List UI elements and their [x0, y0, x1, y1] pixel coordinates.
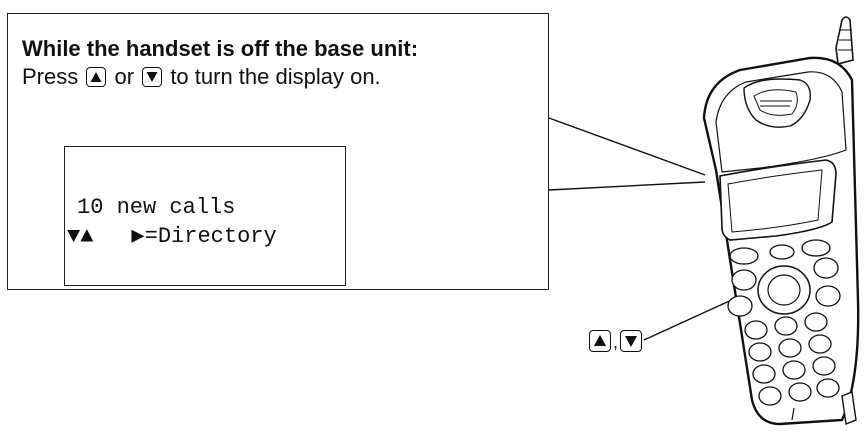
press-word: Press: [22, 64, 79, 89]
display-line-1: 10 new calls: [77, 195, 236, 220]
display-directory-hint: ▶=Directory: [131, 224, 277, 249]
instruction-text: Press or to turn the display on.: [22, 64, 381, 90]
instruction-callout-box: While the handset is off the base unit: …: [7, 13, 549, 290]
instruction-heading: While the handset is off the base unit:: [22, 36, 419, 61]
down-arrow-key-icon: [620, 330, 642, 352]
display-screen-closeup: 10 new calls ▼▲ ▶=Directory: [64, 146, 346, 286]
or-word: or: [114, 64, 135, 89]
down-arrow-key-icon: [142, 67, 163, 87]
instruction-tail: to turn the display on.: [170, 64, 381, 89]
display-line-2: ▼▲ ▶=Directory: [67, 223, 277, 250]
key-separator: ,: [613, 332, 619, 352]
up-arrow-key-icon: [86, 67, 107, 87]
antenna-icon: [835, 16, 854, 66]
display-scroll-arrows: ▼▲: [67, 223, 94, 249]
handset-body: [702, 56, 860, 426]
up-arrow-key-icon: [589, 330, 611, 352]
keypad: [744, 312, 840, 406]
